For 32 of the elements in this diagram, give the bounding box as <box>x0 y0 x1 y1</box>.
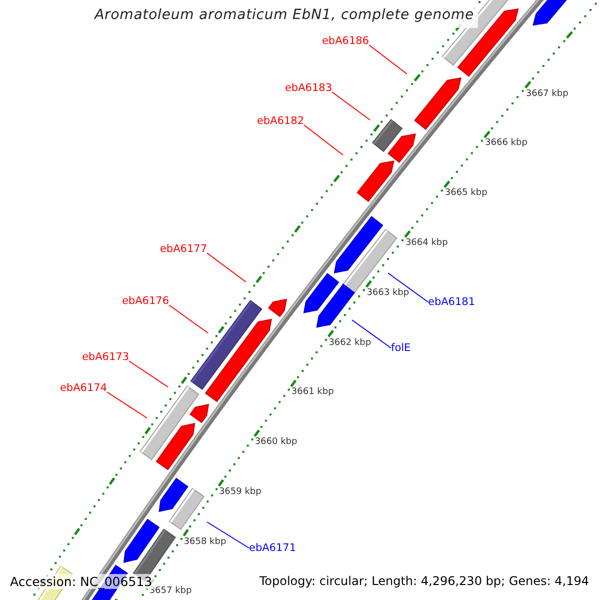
scale-label: 3661 kbp <box>291 387 334 398</box>
leader-line <box>168 304 208 334</box>
gene-label: ebA6183 <box>284 82 332 94</box>
gene-label: ebA6182 <box>256 115 304 127</box>
leader-line <box>352 320 392 348</box>
gene-label: folE <box>391 342 411 354</box>
leader-line <box>388 272 428 302</box>
scale-label: 3665 kbp <box>444 188 488 200</box>
leader-line <box>332 92 370 120</box>
scale-label: 3659 kbp <box>218 486 262 498</box>
genome-info-text: Topology: circular; Length: 4,296,230 bp; Genes: 4,194 <box>257 574 591 588</box>
leader-line <box>128 360 168 388</box>
scale-label: 3663 kbp <box>366 288 410 299</box>
scale-label: 3667 kbp <box>526 88 568 100</box>
scale-label: 3657 kbp <box>149 586 192 598</box>
scale-label: 3664 kbp <box>405 238 448 250</box>
scale-label: 3660 kbp <box>254 437 298 448</box>
gene-label: ebA6174 <box>60 382 107 394</box>
gene-label: ebA6171 <box>249 542 296 554</box>
gene-label: ebA6177 <box>160 243 207 255</box>
scale-label: 3662 kbp <box>328 338 372 349</box>
leader-line <box>368 44 408 74</box>
gene-label: ebA6176 <box>122 295 169 307</box>
gene-label: ebA6173 <box>82 351 129 363</box>
leader-line <box>106 392 148 418</box>
gene-label: ebA6186 <box>322 35 369 47</box>
scale-label: 3658 kbp <box>184 536 226 548</box>
leader-line <box>206 522 250 548</box>
gene-label: ebA6181 <box>428 296 476 308</box>
leader-line <box>206 252 246 282</box>
leader-line <box>304 124 344 156</box>
scale-label: 3666 kbp <box>485 138 528 150</box>
